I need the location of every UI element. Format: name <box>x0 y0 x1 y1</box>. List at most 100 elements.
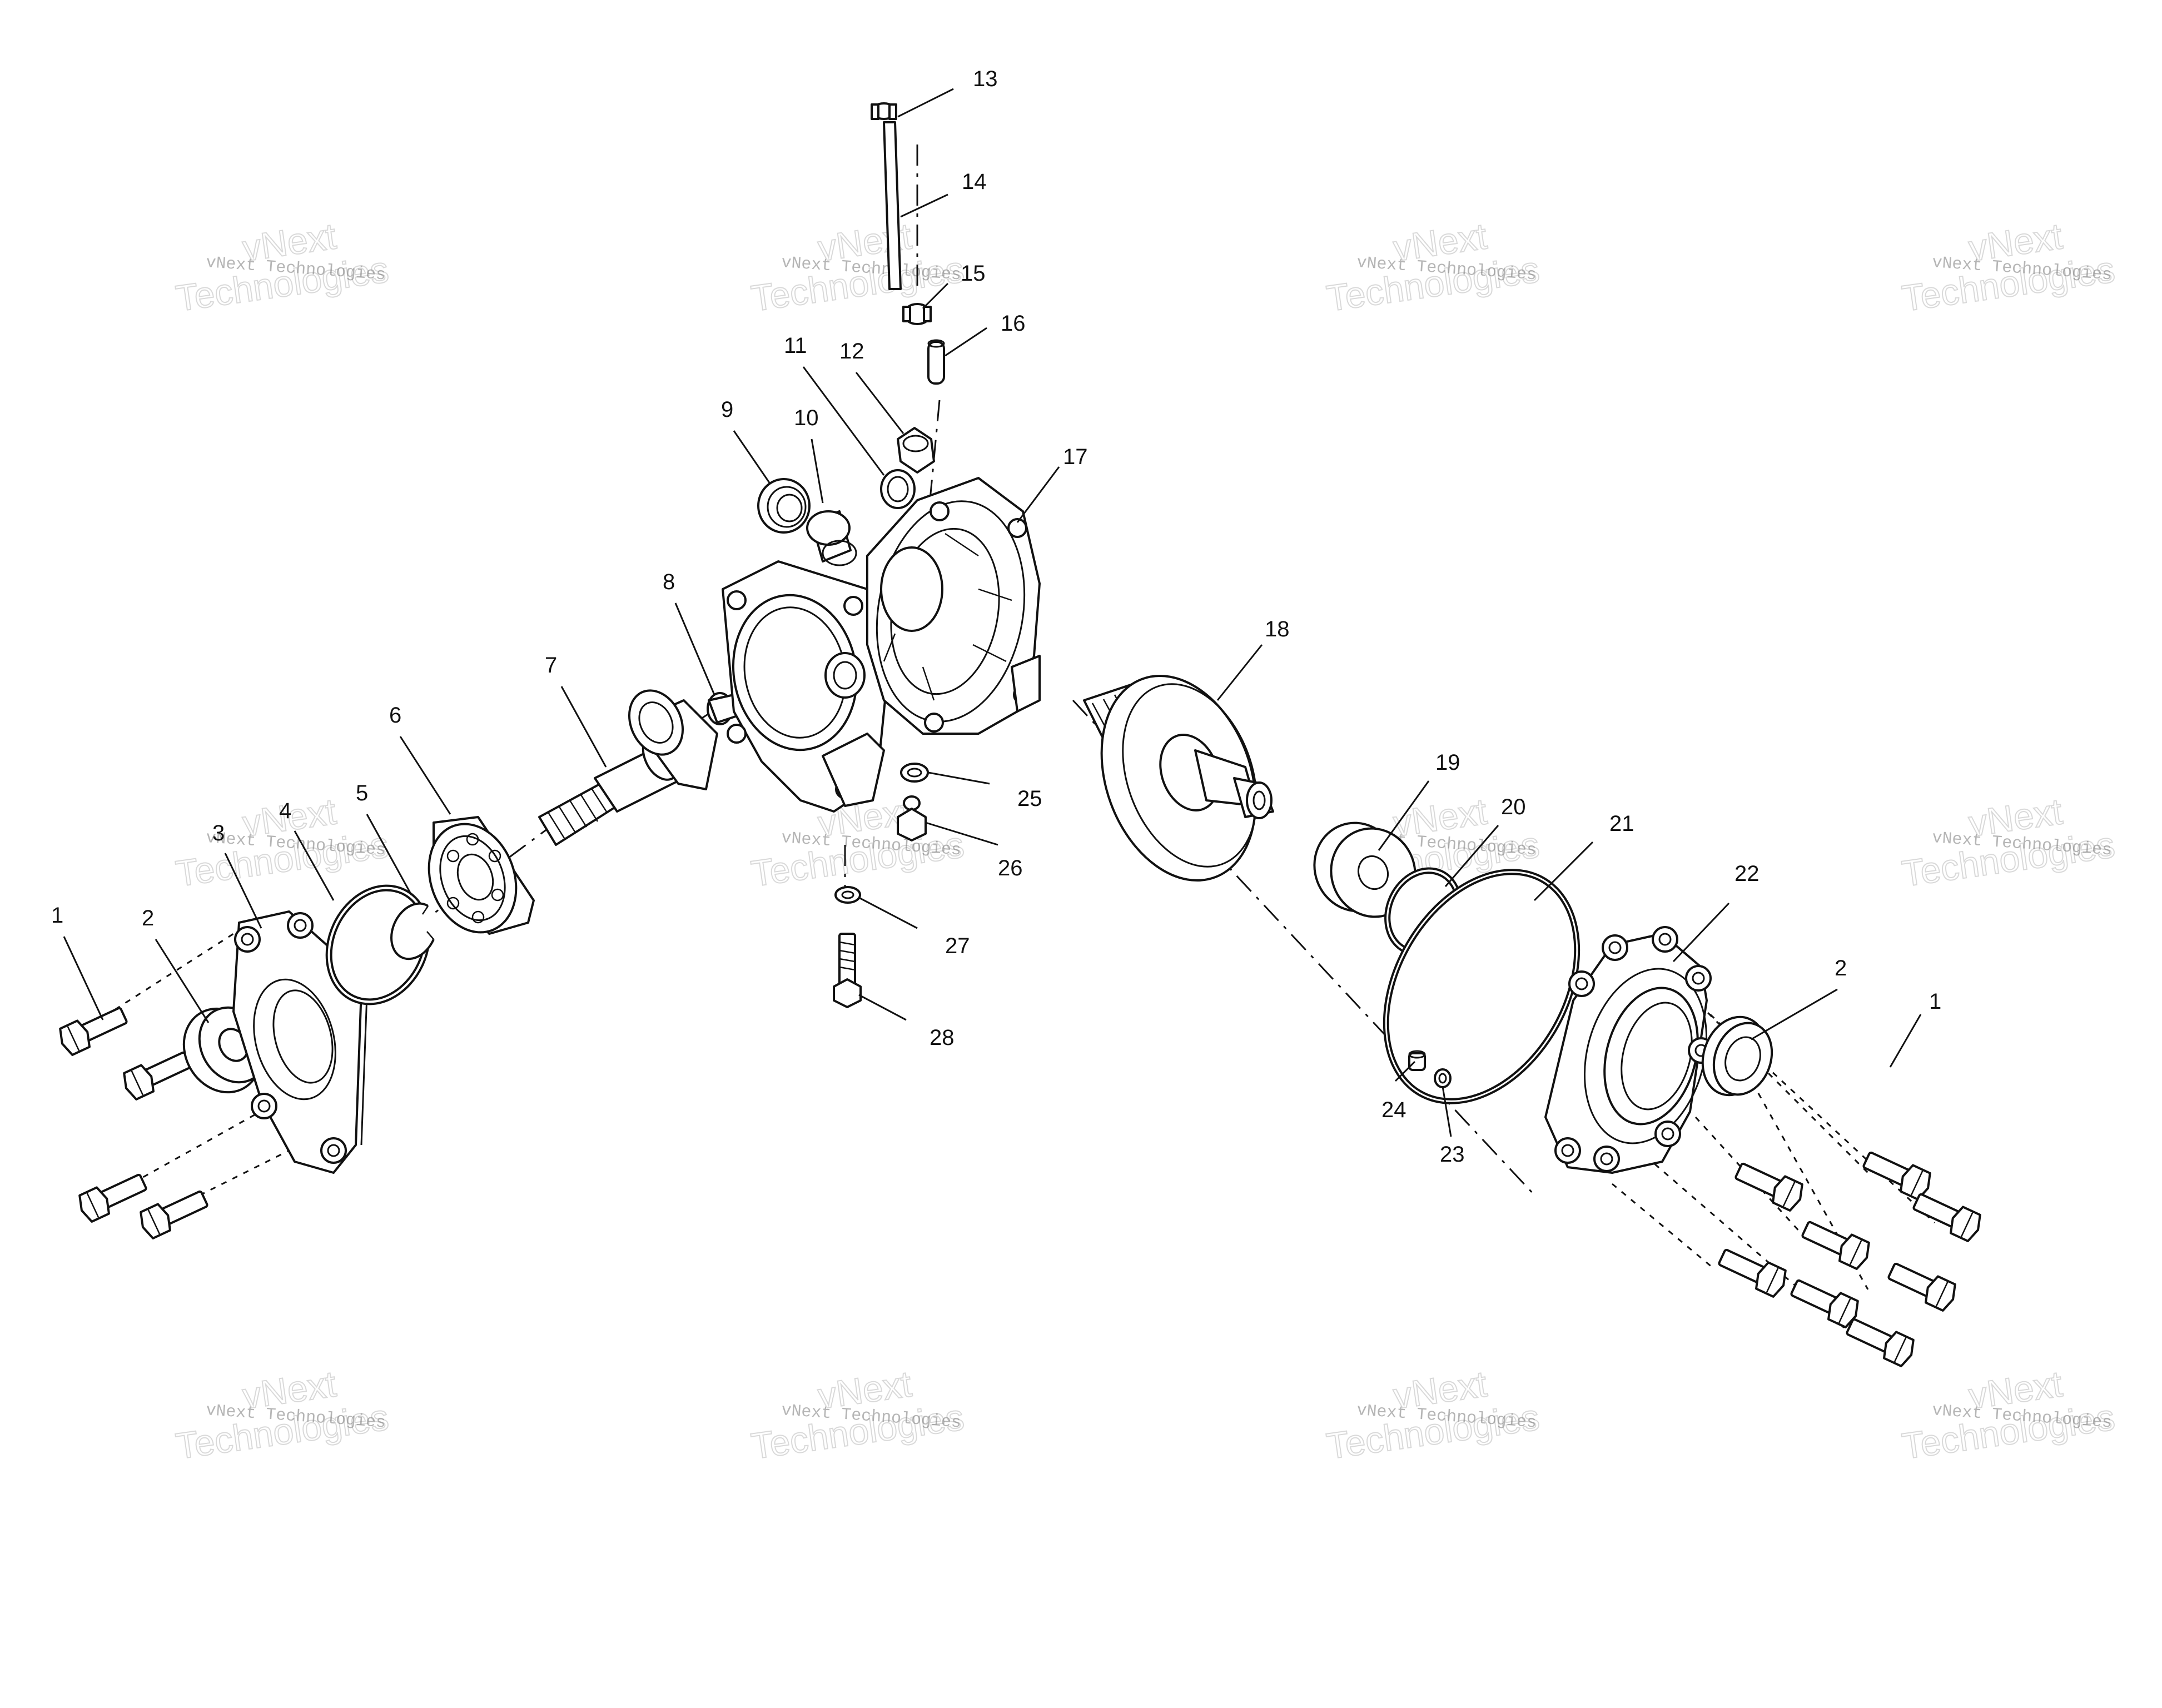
watermark: vNext Technologies vNext Technologies <box>748 215 967 320</box>
watermark: vNext Technologies vNext Technologies <box>173 1362 392 1467</box>
leader-10 <box>811 439 824 504</box>
bolt-1-right-c <box>1801 1221 1870 1270</box>
callout-16: 16 <box>1001 311 1026 336</box>
callout-24: 24 <box>1381 1098 1406 1122</box>
seal-2-right <box>1701 1015 1773 1097</box>
housing-body <box>722 560 891 813</box>
leader-17 <box>1016 466 1060 523</box>
bolt-1-right-f <box>1846 1318 1915 1367</box>
callout-8: 8 <box>663 570 675 594</box>
callout-9: 9 <box>721 397 733 422</box>
center-assembly <box>722 102 1041 1008</box>
right-bolt-lines <box>1612 977 1936 1335</box>
leader-19 <box>1378 780 1430 851</box>
callout-11: 11 <box>784 333 807 358</box>
clamp-15 <box>902 303 932 325</box>
seal-9 <box>757 478 811 534</box>
leader-27 <box>858 897 918 929</box>
callout-26: 26 <box>998 856 1023 880</box>
o-ring-21 <box>1383 869 1581 1104</box>
leader-21 <box>1533 841 1594 902</box>
bearing-6 <box>428 816 535 935</box>
leader-24 <box>1394 1060 1416 1082</box>
bolt-1-left-b <box>123 1051 192 1101</box>
callout-3: 3 <box>212 821 225 845</box>
bushing-10 <box>806 510 857 566</box>
watermark: vNext Technologies vNext Technologies <box>748 1362 967 1467</box>
cover-22-right <box>1544 926 1714 1174</box>
leader-1-left <box>63 936 104 1020</box>
callout-5: 5 <box>356 781 368 805</box>
bolt-1-left-a <box>59 1007 128 1056</box>
main-axis-right <box>1072 699 1535 1196</box>
fitting-16 <box>927 339 945 385</box>
vent-hose-14 <box>883 121 902 290</box>
leader-lines <box>63 88 1922 1137</box>
leader-1-right <box>1889 1014 1922 1068</box>
washer-11 <box>880 469 916 509</box>
bolt-28 <box>833 933 862 1008</box>
leader-25 <box>928 771 990 785</box>
bolt-1-left-c <box>78 1173 147 1223</box>
washer-23 <box>1434 1068 1452 1088</box>
leader-7 <box>560 686 607 768</box>
washer-25 <box>900 763 929 783</box>
leader-9 <box>733 430 771 484</box>
spacer-19 <box>1313 821 1417 918</box>
callout-10: 10 <box>794 406 819 430</box>
leader-13 <box>897 88 954 118</box>
leader-14 <box>900 193 948 218</box>
bolt-1-right-b <box>1912 1193 1981 1242</box>
callout-6: 6 <box>389 703 401 728</box>
bolt-1-right-d <box>1887 1262 1956 1312</box>
bolt-1-right-a <box>1862 1151 1931 1201</box>
watermark: vNext Technologies vNext Technologies <box>173 215 392 320</box>
watermark: vNext Technologies vNext Technologies <box>1324 215 1543 320</box>
callout-23: 23 <box>1440 1142 1465 1167</box>
callout-1-left: 1 <box>51 903 63 928</box>
callout-21: 21 <box>1609 811 1634 836</box>
leader-2-left <box>155 939 210 1023</box>
callout-13: 13 <box>973 67 998 91</box>
leader-28 <box>858 994 907 1021</box>
pin-24 <box>1408 1050 1426 1071</box>
callout-15: 15 <box>961 261 986 286</box>
callout-28: 28 <box>930 1025 955 1050</box>
callout-20: 20 <box>1501 795 1526 819</box>
ring-gear-18 <box>1083 675 1274 882</box>
callout-18: 18 <box>1265 617 1290 641</box>
leader-20 <box>1444 825 1499 887</box>
pinion-shaft-7 <box>538 689 718 846</box>
leader-22 <box>1672 902 1730 963</box>
watermark: vNext Technologies vNext Technologies <box>748 790 967 895</box>
leader-11 <box>802 366 885 476</box>
cover-3-left <box>232 910 368 1174</box>
callout-4: 4 <box>279 799 291 823</box>
watermark: vNext Technologies vNext Technologies <box>1899 790 2118 895</box>
plug-12 <box>897 427 935 474</box>
callout-22: 22 <box>1734 862 1760 886</box>
callout-2-right: 2 <box>1835 956 1847 980</box>
clamp-13 <box>871 102 897 120</box>
leader-6 <box>399 736 451 815</box>
callout-7: 7 <box>545 653 557 678</box>
leader-4 <box>294 830 335 901</box>
housing-17 <box>866 477 1041 735</box>
bolt-1-right-h <box>1790 1279 1859 1328</box>
washer-27 <box>834 886 861 904</box>
leader-15 <box>922 282 949 310</box>
callout-12: 12 <box>839 339 864 363</box>
watermark: vNext Technologies vNext Technologies <box>1324 1362 1543 1467</box>
bolt-1-left-d <box>140 1190 208 1239</box>
snap-ring-5 <box>390 902 435 960</box>
callout-25: 25 <box>1017 786 1042 811</box>
leader-26 <box>925 821 998 846</box>
callout-labels: 1 2 3 4 5 6 7 8 9 10 11 12 13 14 15 16 1… <box>51 67 1941 1167</box>
callout-17: 17 <box>1063 445 1088 469</box>
leader-23 <box>1442 1086 1452 1137</box>
bolt-1-right-e <box>1734 1162 1803 1212</box>
watermark: vNext Technologies vNext Technologies <box>1899 215 2118 320</box>
callout-1-right: 1 <box>1929 989 1941 1014</box>
leader-16 <box>945 327 987 357</box>
